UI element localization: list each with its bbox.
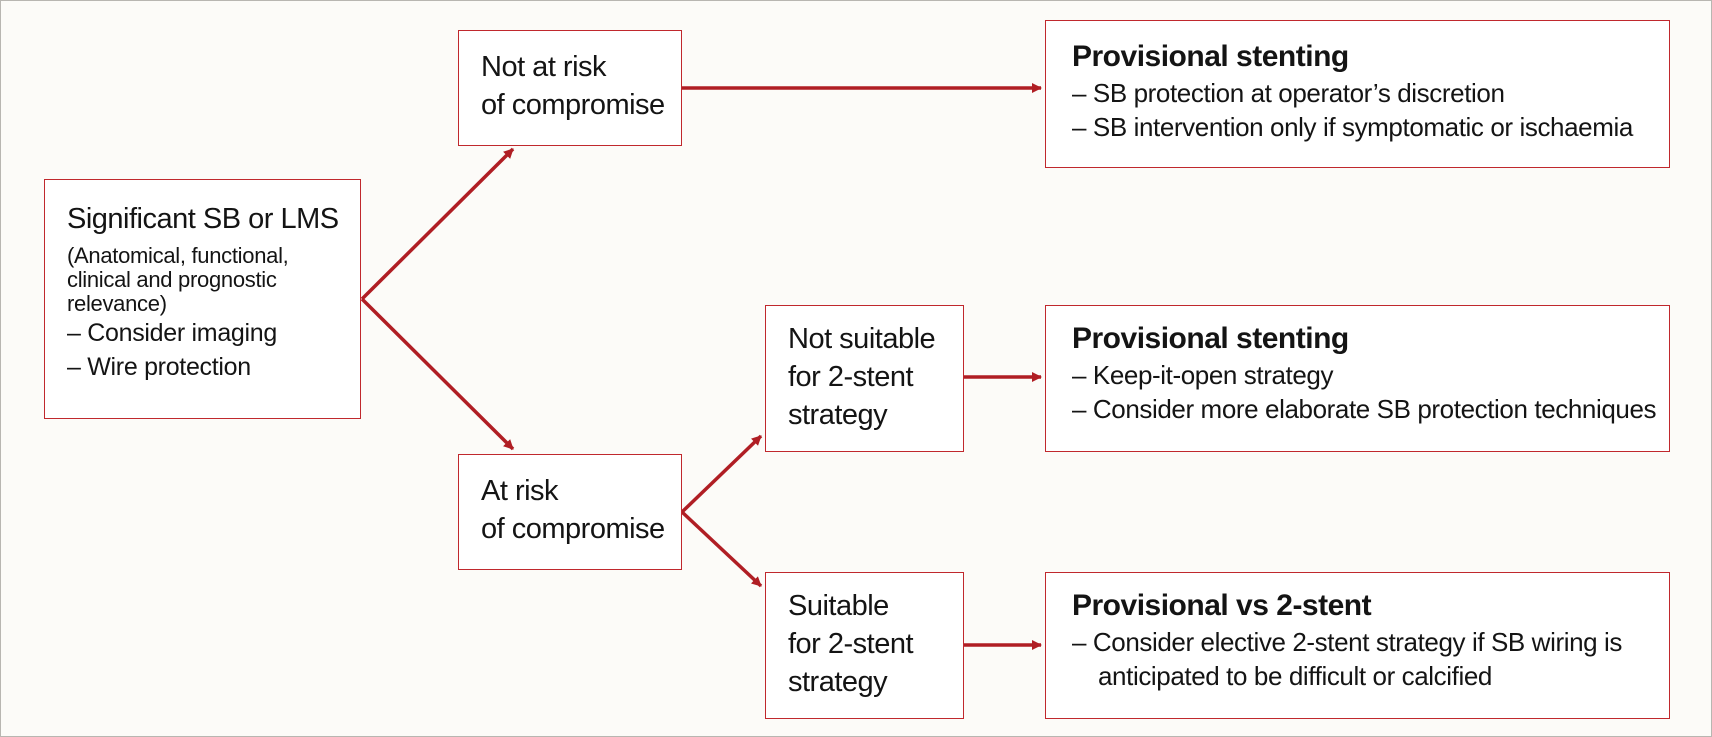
node-line: of compromise [481,89,665,121]
node-not-suitable: Not suitable for 2-stent strategy [765,305,964,452]
node-line: of compromise [481,513,665,545]
bullet-consider-imaging: – Consider imaging [67,319,277,347]
arrow-at-risk-to-not-suitable [680,434,763,514]
node-line: At risk [481,475,559,507]
node-line: Not at risk [481,51,607,83]
node-not-at-risk: Not at risk of compromise [458,30,682,146]
node-line: Not suitable [788,323,936,355]
outcome-provisional-stenting-1: Provisional stenting – SB protection at … [1045,20,1670,168]
outcome-provisional-stenting-2: Provisional stenting – Keep-it-open stra… [1045,305,1670,452]
arrow-root-to-not-at-risk [360,147,515,301]
node-line: for 2-stent [788,361,914,393]
node-line: for 2-stent [788,628,914,660]
node-line: strategy [788,666,888,698]
node-suitable: Suitable for 2-stent strategy [765,572,964,719]
outcome-provisional-vs-2-stent: Provisional vs 2-stent – Consider electi… [1045,572,1670,719]
arrow-at-risk-to-suitable [680,510,763,588]
node-line: strategy [788,399,888,431]
arrow-root-to-at-risk [360,297,515,451]
bullet-wire-protection: – Wire protection [67,353,251,381]
outcome-bullet: – Keep-it-open strategy [1072,360,1334,390]
outcome-bullet-continuation: anticipated to be difficult or calcified [1098,661,1492,691]
node-significant-sb-or-lms: Significant SB or LMS (Anatomical, funct… [44,179,361,419]
outcome-heading: Provisional stenting [1072,322,1349,355]
node-note: (Anatomical, functional, clinical and pr… [67,243,289,316]
node-at-risk: At risk of compromise [458,454,682,570]
outcome-bullet: – SB intervention only if symptomatic or… [1072,112,1633,142]
node-title: Significant SB or LMS [67,203,339,235]
outcome-heading: Provisional vs 2-stent [1072,589,1372,622]
outcome-bullet: – Consider more elaborate SB protection … [1072,394,1657,424]
outcome-bullet: – Consider elective 2-stent strategy if … [1072,627,1622,657]
outcome-bullet: – SB protection at operator’s discretion [1072,78,1505,108]
node-line: Suitable [788,590,889,622]
outcome-heading: Provisional stenting [1072,40,1349,73]
